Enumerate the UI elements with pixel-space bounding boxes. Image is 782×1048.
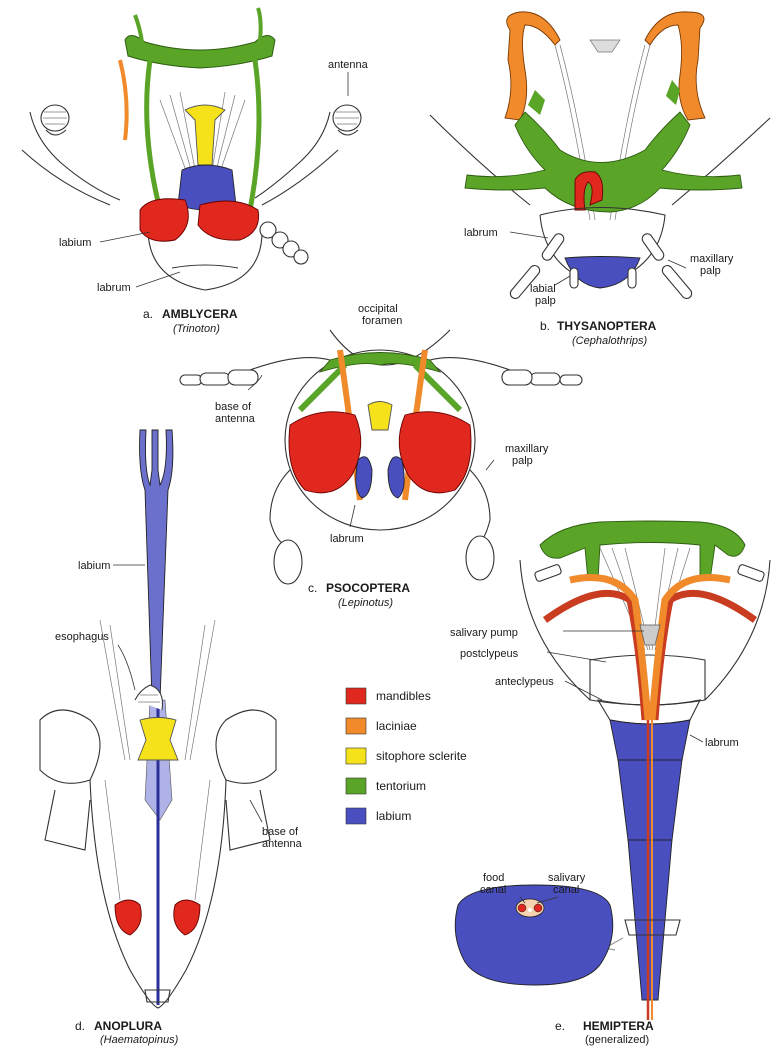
label-antenna-a: antenna (328, 59, 369, 71)
sitophore-c (368, 402, 392, 431)
label-salivary-canal-e-2: canal (553, 884, 579, 896)
label-maxillary-b-2: palp (700, 265, 721, 277)
mandible-a-right (198, 201, 259, 240)
legend-swatch-tentorium (346, 778, 366, 794)
antenna-left-icon (41, 105, 69, 135)
caption-order-e: HEMIPTERA (583, 1019, 654, 1033)
panel-b-thysanoptera: labrum labial palp maxillary palp b. THY… (430, 12, 770, 347)
label-labrum-e: labrum (705, 737, 739, 749)
label-occipital-c-2: foramen (362, 315, 402, 327)
caption-order-a: AMBLYCERA (162, 307, 238, 321)
mandible-a-left (140, 199, 188, 242)
panel-d-anoplura: labium esophagus base of antenna d. ANOP… (40, 430, 303, 1046)
antenna-base-c-right-icon (502, 370, 582, 385)
tentorium-b (465, 80, 742, 212)
label-labrum-a: labrum (97, 282, 131, 294)
lacinia-a (120, 60, 127, 140)
caption-letter-b: b. (540, 319, 550, 333)
label-labrum-b: labrum (464, 227, 498, 239)
label-anteclypeus-e: anteclypeus (495, 676, 554, 688)
caption-genus-d: (Haematopinus) (100, 1034, 179, 1046)
caption-order-b: THYSANOPTERA (557, 319, 657, 333)
label-maxillary-b-1: maxillary (690, 253, 734, 265)
label-base-antenna-c-1: base of (215, 401, 252, 413)
label-labium-d: labium (78, 560, 110, 572)
label-maxillary-c-1: maxillary (505, 443, 549, 455)
labium-e (610, 720, 690, 1020)
caption-genus-c: (Lepinotus) (338, 597, 393, 609)
sitophore-a (185, 105, 225, 165)
label-salivary-pump-e: salivary pump (450, 627, 518, 639)
cross-section-e (455, 885, 613, 985)
caption-letter-e: e. (555, 1019, 565, 1033)
mandible-d-right (174, 900, 200, 935)
legend-swatch-laciniae (346, 718, 366, 734)
label-occipital-c-1: occipital (358, 303, 398, 315)
sitophore-d (138, 718, 178, 761)
antenna-right-icon (333, 105, 361, 135)
label-esophagus-d: esophagus (55, 631, 109, 643)
label-postclypeus-e: postclypeus (460, 648, 519, 660)
label-food-canal-e-1: food (483, 872, 504, 884)
panel-e-hemiptera: salivary pump postclypeus anteclypeus la… (450, 521, 770, 1046)
label-base-antenna-d-1: base of (262, 826, 299, 838)
caption-order-c: PSOCOPTERA (326, 581, 410, 595)
mandible-c-left (289, 412, 361, 493)
label-labrum-c: labrum (330, 533, 364, 545)
legend-swatch-mandibles (346, 688, 366, 704)
legend-label-mandibles: mandibles (376, 689, 431, 703)
labium-c-left (356, 457, 372, 498)
caption-letter-c: c. (308, 581, 317, 595)
antenna-base-c-left-icon (180, 370, 258, 385)
legend-swatch-sitophore-sclerite (346, 748, 366, 764)
label-maxillary-c-2: palp (512, 455, 533, 467)
legend: mandibles laciniae sitophore sclerite tento… (346, 688, 467, 824)
label-base-antenna-c-2: antenna (215, 413, 256, 425)
label-labium-a: labium (59, 237, 91, 249)
label-salivary-canal-e-1: salivary (548, 872, 586, 884)
label-base-antenna-d-2: antenna (262, 838, 303, 850)
legend-label-labium: labium (376, 809, 411, 823)
caption-order-d: ANOPLURA (94, 1019, 162, 1033)
mandible-d-left (115, 900, 141, 935)
caption-genus-b: (Cephalothrips) (572, 335, 648, 347)
legend-label-sitophore-sclerite: sitophore sclerite (376, 749, 467, 763)
cut-ends-e-icon (534, 564, 765, 582)
caption-letter-d: d. (75, 1019, 85, 1033)
panel-c-psocoptera: occipital foramen base of antenna maxill… (180, 303, 582, 609)
caption-letter-a: a. (143, 307, 153, 321)
labium-c-right (388, 457, 404, 498)
label-labial-b-2: palp (535, 295, 556, 307)
legend-label-tentorium: tentorium (376, 779, 426, 793)
legend-label-laciniae: laciniae (376, 719, 417, 733)
caption-genus-e: (generalized) (585, 1034, 649, 1046)
panel-a-amblycera: antenna labium labrum a. AMBLYCERA (Trin… (22, 8, 369, 335)
caption-genus-a: (Trinoton) (173, 323, 220, 335)
label-food-canal-e-2: canal (480, 884, 506, 896)
palp-a-icon (260, 222, 308, 264)
legend-swatch-labium (346, 808, 366, 824)
label-labial-b-1: labial (530, 283, 556, 295)
tentorium-e (540, 521, 745, 580)
